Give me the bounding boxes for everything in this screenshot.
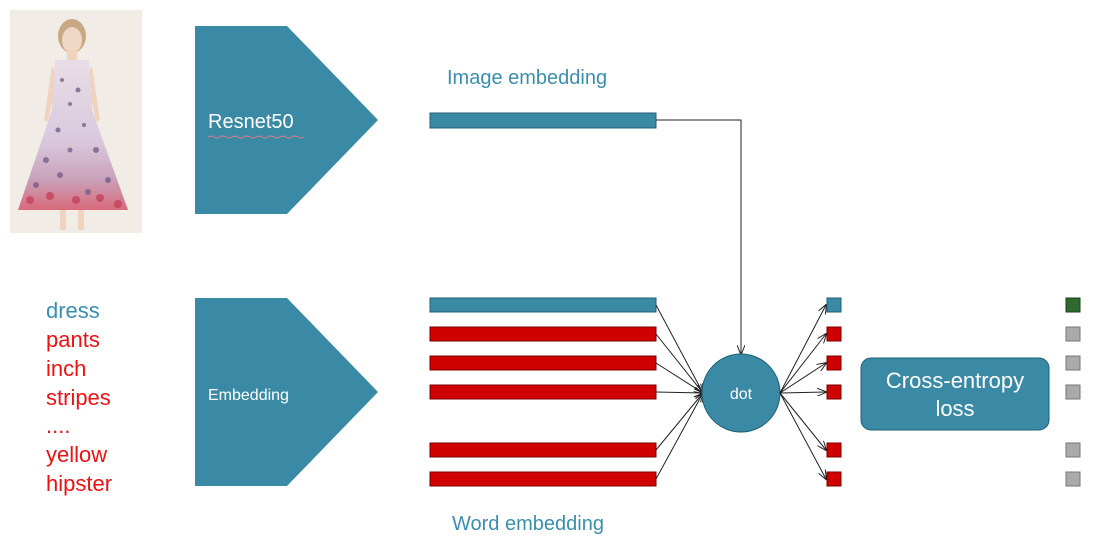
- output-arrow: [779, 392, 826, 393]
- word-item: stripes: [46, 385, 111, 410]
- word-embedding-bars: [429, 297, 657, 487]
- word-embedding-bar-negative: [429, 355, 657, 371]
- word-arrow: [655, 392, 703, 393]
- word-item: yellow: [46, 442, 108, 467]
- word-item: ....: [46, 413, 71, 438]
- word-embedding-label: Word embedding: [452, 513, 604, 535]
- image-embedding-bar: [429, 112, 657, 129]
- output-score: [826, 297, 842, 313]
- loss-label-line1: Cross-entropy: [886, 368, 1024, 393]
- output-arrow: [779, 363, 826, 394]
- word-item: hipster: [46, 471, 113, 496]
- output-score: [826, 442, 842, 458]
- word-embedding-bar-negative: [429, 442, 657, 458]
- target-negative: [1065, 355, 1081, 371]
- word-item: pants: [46, 327, 100, 352]
- output-scores: [826, 297, 842, 487]
- target-positive: [1065, 297, 1081, 313]
- output-arrow: [779, 334, 826, 394]
- target-negative: [1065, 471, 1081, 487]
- output-score: [826, 471, 842, 487]
- word-embedding-bar-positive: [429, 297, 657, 313]
- resnet50-label: Resnet50: [208, 111, 294, 133]
- output-score: [826, 326, 842, 342]
- word-arrow: [655, 393, 703, 480]
- resnet50-shape: [195, 26, 378, 214]
- dress-photo: [10, 10, 142, 233]
- word-embedding-bar-negative: [429, 471, 657, 487]
- word-to-dot-arrows: [655, 304, 703, 480]
- loss-label-line2: loss: [935, 396, 974, 421]
- word-embedding-bar-negative: [429, 326, 657, 342]
- target-negative: [1065, 384, 1081, 400]
- resnet50-underline: [207, 135, 305, 139]
- target-negative: [1065, 442, 1081, 458]
- output-arrow: [779, 392, 826, 479]
- word-arrow: [655, 304, 703, 393]
- word-embedding-bar-negative: [429, 384, 657, 400]
- cross-entropy-loss-box: [860, 357, 1050, 431]
- target-labels: [1065, 297, 1081, 487]
- dot-to-output-arrows: [779, 305, 826, 479]
- target-negative: [1065, 326, 1081, 342]
- word-arrow: [655, 333, 703, 393]
- word-arrow: [655, 393, 703, 451]
- embedding-label: Embedding: [208, 387, 289, 404]
- output-arrow: [779, 305, 826, 394]
- output-score: [826, 384, 842, 400]
- word-item: dress: [46, 298, 100, 323]
- image-to-dot-arrow: [656, 119, 741, 354]
- embedding-shape: [195, 298, 378, 486]
- word-item: inch: [46, 356, 87, 381]
- word-arrow: [655, 362, 703, 393]
- image-embedding-label: Image embedding: [447, 67, 607, 89]
- output-arrow: [779, 392, 826, 450]
- output-score: [826, 355, 842, 371]
- dot-label: dot: [730, 386, 753, 403]
